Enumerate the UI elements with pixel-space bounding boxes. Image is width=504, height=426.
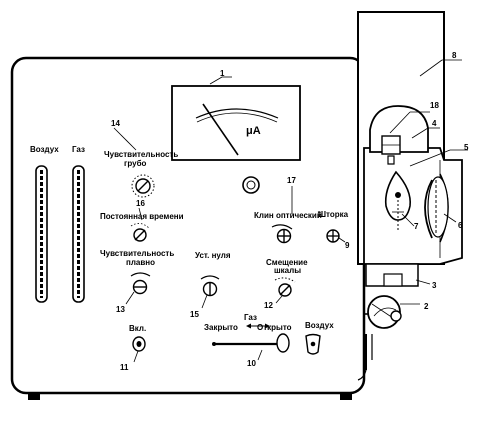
sens-fine-knob[interactable]: [130, 272, 151, 295]
lens-receiver: [424, 173, 449, 243]
microammeter: μA: [171, 85, 301, 161]
air-valve-label: Воздух: [305, 321, 334, 330]
air-valve-handle[interactable]: [305, 333, 321, 355]
gas-label: Газ: [72, 145, 85, 154]
pilot-lamp: [242, 176, 260, 194]
power-switch[interactable]: [132, 336, 146, 352]
power-label: Вкл.: [129, 324, 146, 333]
callout-5: 5: [464, 143, 469, 152]
gas-chamber: [357, 263, 419, 381]
lamp-assembly: [369, 105, 429, 165]
scale-shift-label-2: шкалы: [274, 266, 301, 275]
callout-17: 17: [287, 176, 296, 185]
callout-1: 1: [220, 69, 225, 78]
shutter-knob[interactable]: [326, 229, 340, 243]
callout-11: 11: [120, 363, 129, 372]
callout-18: 18: [430, 101, 439, 110]
sens-coarse-knob[interactable]: [131, 174, 155, 198]
gas-rotameter: [72, 165, 85, 303]
shutter-label: Шторка: [318, 210, 349, 219]
air-rotameter: [35, 165, 48, 303]
meter-unit-text: μA: [246, 125, 261, 137]
scale-shift-label-1: Смещение: [266, 258, 308, 267]
valve-open-label: Открыто: [257, 323, 292, 332]
optical-wedge-knob[interactable]: [271, 224, 293, 244]
callout-2: 2: [424, 302, 429, 311]
sens-fine-label-2: плавно: [126, 258, 155, 267]
time-const-label: Постоянная времени: [100, 212, 184, 221]
callout-15: 15: [190, 310, 199, 319]
callout-13: 13: [116, 305, 125, 314]
callout-12: 12: [264, 301, 273, 310]
callout-8: 8: [452, 51, 457, 60]
scale-shift-knob[interactable]: [274, 277, 296, 297]
valve-closed-label: Закрыто: [204, 323, 238, 332]
gas-valve-label: Газ: [244, 313, 257, 322]
sens-coarse-label-2: грубо: [124, 159, 147, 168]
zero-set-label: Уст. нуля: [195, 251, 231, 260]
air-label: Воздух: [30, 145, 59, 154]
callout-6: 6: [458, 221, 463, 230]
callout-3: 3: [432, 281, 437, 290]
teardrop-cell[interactable]: [384, 170, 412, 230]
zero-set-knob[interactable]: [200, 275, 220, 297]
callout-9: 9: [345, 241, 350, 250]
optical-wedge-label: Клин оптический: [254, 211, 322, 220]
callout-10: 10: [247, 359, 256, 368]
right-foot: [340, 392, 352, 400]
time-const-knob[interactable]: [130, 223, 150, 242]
sens-fine-label-1: Чувствительность: [100, 249, 174, 258]
sens-coarse-label-1: Чувствительность: [104, 150, 178, 159]
callout-7: 7: [414, 222, 419, 231]
gas-valve-lever[interactable]: [212, 333, 290, 353]
meter-needle: [202, 103, 239, 156]
left-foot: [28, 392, 40, 400]
callout-4: 4: [432, 119, 437, 128]
callout-16: 16: [136, 199, 145, 208]
callout-14: 14: [111, 119, 120, 128]
